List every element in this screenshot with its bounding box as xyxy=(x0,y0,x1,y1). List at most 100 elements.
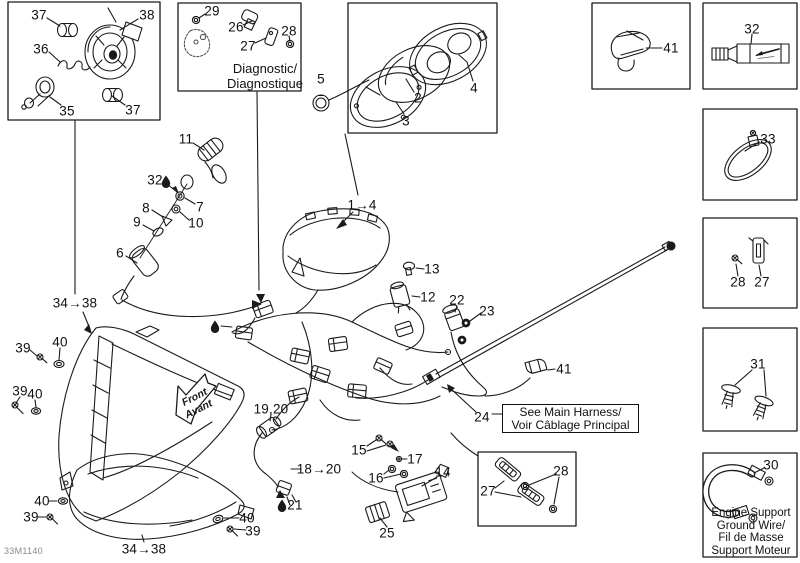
part-callout-15: 15 xyxy=(351,442,367,458)
bracket-27-28-right-art xyxy=(731,237,769,277)
clip-41-top-art xyxy=(610,30,663,72)
diagram-part-code: 33M1140 xyxy=(4,546,43,556)
box-diagnostic xyxy=(177,2,302,92)
cluster-4-art xyxy=(408,22,488,86)
part-callout-31: 31 xyxy=(750,356,766,372)
part-callout-6: 6 xyxy=(116,245,124,261)
part-callout-13: 13 xyxy=(424,261,440,277)
engine-support-line3: Fil de Masse xyxy=(718,532,784,544)
lubricant-tube-32-art xyxy=(711,33,790,64)
leader-box3-to-1-4 xyxy=(344,133,359,196)
part-callout-32: 32 xyxy=(147,172,163,188)
ground-wire-30-art xyxy=(702,464,774,523)
spring-wire-36-art xyxy=(57,60,91,71)
bulb-35-art xyxy=(21,76,55,110)
part-callout-38: 38 xyxy=(139,7,155,23)
box-gauge-cluster xyxy=(347,2,498,134)
part-callout-30: 30 xyxy=(763,457,779,473)
part-callout-27: 27 xyxy=(754,274,770,290)
box-rivets-31 xyxy=(702,327,798,432)
cap-5-art xyxy=(312,94,330,112)
diagnostic-caption-fr: Diagnostique xyxy=(227,76,303,91)
part-callout-27: 27 xyxy=(480,483,496,499)
grease-droplet-icon xyxy=(161,174,171,189)
part-callout-5: 5 xyxy=(317,71,325,87)
part-callout-17: 17 xyxy=(407,451,423,467)
socket-relay-art xyxy=(253,396,450,528)
push-rivets-31-art xyxy=(721,369,774,421)
cable-24-art xyxy=(355,240,676,415)
part-callout-29: 29 xyxy=(204,3,220,19)
part-callout-22: 22 xyxy=(449,292,465,308)
box-clip-41 xyxy=(591,2,691,90)
part-callout-1-4: 1→4 xyxy=(347,197,377,213)
headlight-housing-art xyxy=(11,119,245,522)
front-direction-arrow: Front Avant xyxy=(175,373,217,425)
part-callout-40: 40 xyxy=(52,334,68,350)
part-callout-35: 35 xyxy=(59,103,75,119)
part-callout-19-20: 19,20 xyxy=(253,401,289,417)
part-callout-21: 21 xyxy=(287,497,303,513)
part-callout-34-38: 34→38 xyxy=(121,541,167,557)
brackets-27-28-bottom-art xyxy=(450,432,560,514)
gauge-cluster-parts-art xyxy=(312,22,488,196)
part-callout-39: 39 xyxy=(12,383,28,399)
part-callout-37: 37 xyxy=(31,7,47,23)
headlight-lens-art xyxy=(37,453,255,543)
grease-droplet-icon xyxy=(277,498,287,513)
part-callout-25: 25 xyxy=(379,525,395,541)
bulb-holder-chain-art xyxy=(112,137,262,318)
inset-box-frames xyxy=(7,1,798,558)
box-lubricant-32 xyxy=(702,2,798,90)
diagnostic-caption-en: Diagnostic/ xyxy=(232,61,298,76)
part-callout-32: 32 xyxy=(744,21,760,37)
box-brackets-bottom xyxy=(477,451,577,527)
wheel-tab xyxy=(107,7,117,23)
part-callout-24: 24 xyxy=(474,409,490,425)
sensor-switch-art xyxy=(389,261,488,397)
main-harness-note-en: See Main Harness/ xyxy=(519,404,622,419)
main-harness-note-fr: Voir Câblage Principal xyxy=(511,417,630,432)
diagnostic-caption: Diagnostic/ Diagnostique xyxy=(205,61,325,91)
part-callout-28: 28 xyxy=(730,274,746,290)
part-callout-4: 4 xyxy=(470,80,478,96)
part-callout-28: 28 xyxy=(553,463,569,479)
part-callout-39: 39 xyxy=(23,509,39,525)
part-callout-40: 40 xyxy=(34,493,50,509)
instrument-pod-art xyxy=(256,91,390,314)
part-callout-9: 9 xyxy=(133,214,141,230)
main-harness-art xyxy=(220,294,452,434)
box-bracket-27-28 xyxy=(702,217,798,309)
clip-41-mid-art xyxy=(524,358,548,375)
box-strap-33 xyxy=(702,108,798,201)
main-harness-note: See Main Harness/ Voir Câblage Principal xyxy=(502,404,639,433)
bezel-3-art xyxy=(349,66,427,128)
part-callout-8: 8 xyxy=(142,200,150,216)
part-callout-41: 41 xyxy=(556,361,572,377)
part-callout-3: 3 xyxy=(402,113,410,129)
part-callout-16: 16 xyxy=(368,470,384,486)
part-callout-23: 23 xyxy=(479,303,495,319)
strap-33-art xyxy=(724,129,772,181)
engine-support-line4: Support Moteur xyxy=(711,544,791,557)
engine-support-line2: Ground Wire/ xyxy=(716,519,786,532)
box-bulb-kit xyxy=(7,1,161,121)
part-callout-26: 26 xyxy=(228,19,244,35)
part-callout-39: 39 xyxy=(245,523,261,539)
engine-support-line1: Engine Support xyxy=(711,507,791,519)
part-callout-18-20: 18→20 xyxy=(296,461,342,477)
box-ground-wire-30 xyxy=(702,452,798,558)
part-callout-10: 10 xyxy=(188,215,204,231)
part-callout-27: 27 xyxy=(240,38,256,54)
leader-box-to-relay xyxy=(450,432,479,457)
socket-37a-art xyxy=(56,22,79,38)
part-callout-7: 7 xyxy=(196,199,204,215)
module-sketch xyxy=(183,28,211,58)
bracket-27-art xyxy=(264,27,279,47)
part-callout-36: 36 xyxy=(33,41,49,57)
part-callout-14: 14 xyxy=(435,464,451,480)
grease-droplet-icon xyxy=(210,319,220,334)
part-callout-11: 11 xyxy=(178,131,194,147)
socket-37b-art xyxy=(101,87,124,103)
